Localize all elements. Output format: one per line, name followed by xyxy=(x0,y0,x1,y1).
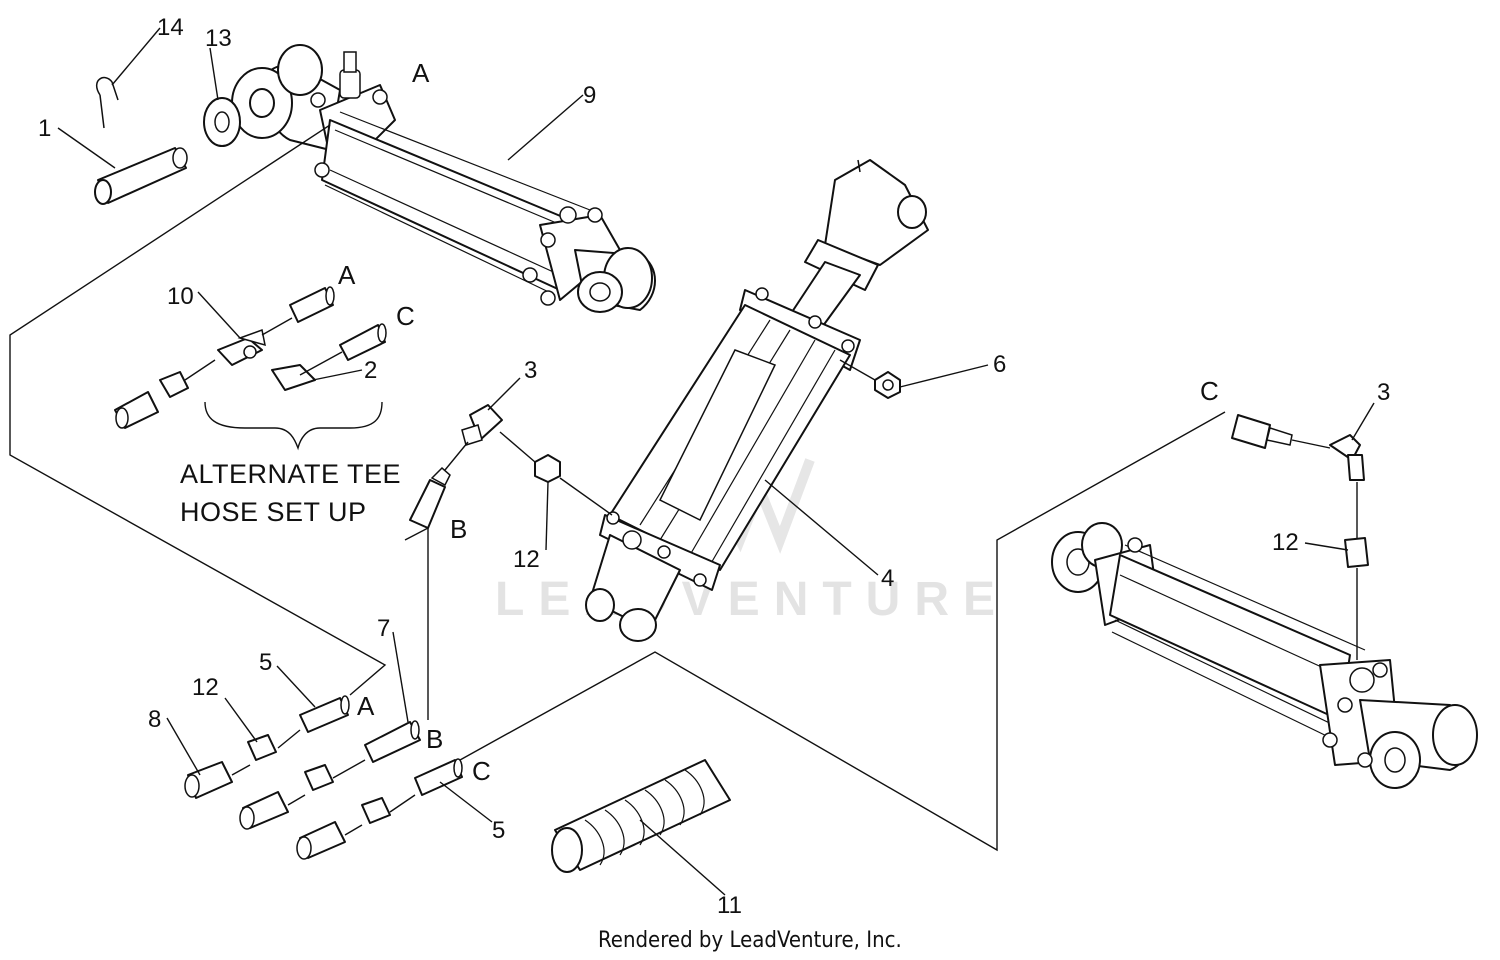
quick-coupler-alt xyxy=(114,391,159,429)
letter-b-bottom: B xyxy=(426,724,443,754)
hydraulic-cylinder-top xyxy=(231,44,656,313)
right-elbow-fitting xyxy=(1329,434,1365,481)
hose-end-a-bottom xyxy=(299,695,350,733)
callout-5-upper: 5 xyxy=(259,649,272,676)
hydraulic-cylinder-right xyxy=(1051,522,1478,789)
watermark-text: LEADVENTURE xyxy=(495,573,1009,626)
callout-9: 9 xyxy=(583,82,596,109)
letter-a-alternate: A xyxy=(338,260,356,290)
hose-letters: A A C B C A B C xyxy=(338,58,1219,786)
elbow-fitting-center xyxy=(461,404,503,446)
letter-c-bottom: C xyxy=(472,756,491,786)
callout-7: 7 xyxy=(377,615,390,642)
callout-1: 1 xyxy=(38,115,51,142)
tee-fitting xyxy=(217,328,266,366)
callout-13: 13 xyxy=(205,25,232,52)
right-hose-fitting xyxy=(1231,414,1293,449)
letter-a-top: A xyxy=(412,58,430,88)
hydraulic-cylinder-center xyxy=(585,159,929,642)
right-adapter-nut xyxy=(1344,537,1369,568)
lock-nut xyxy=(874,371,901,399)
alternate-tee-note-line2: HOSE SET UP xyxy=(180,497,367,527)
adapter-nut-3 xyxy=(361,797,391,824)
callout-8: 8 xyxy=(148,706,161,733)
letter-b-middle: B xyxy=(450,514,467,544)
hose-end-b-bottom xyxy=(364,720,421,763)
hose-guard-spring xyxy=(551,759,731,873)
callout-5-lower: 5 xyxy=(492,817,505,844)
hose-end-c-alt xyxy=(339,323,387,361)
callout-4: 4 xyxy=(881,565,894,592)
letter-c-right: C xyxy=(1200,376,1219,406)
quick-coupler-3 xyxy=(296,821,346,860)
hose-end-b-mid xyxy=(409,466,451,529)
clevis-pin xyxy=(94,147,188,205)
callout-11: 11 xyxy=(717,892,742,919)
callout-12-right: 12 xyxy=(1272,529,1299,556)
footer-credit: Rendered by LeadVenture, Inc. xyxy=(598,928,902,953)
alternate-tee-brace xyxy=(204,401,383,451)
callout-14: 14 xyxy=(157,14,184,41)
flat-washer xyxy=(203,97,241,147)
hose-routing-c xyxy=(459,411,1226,852)
callout-3-center: 3 xyxy=(524,357,537,384)
callout-3-right: 3 xyxy=(1377,379,1390,406)
hose-end-c-bottom xyxy=(414,758,463,796)
callout-12-center: 12 xyxy=(513,546,540,573)
quick-coupler-2 xyxy=(239,791,289,830)
callout-labels: 1 2 3 3 4 5 5 6 7 8 9 10 11 12 12 12 13 … xyxy=(38,14,1390,919)
adapter-nut-2 xyxy=(304,764,334,791)
elbow-fitting-alt xyxy=(271,364,316,391)
hose-routing-b xyxy=(404,526,429,720)
callout-10: 10 xyxy=(167,283,194,310)
callout-6: 6 xyxy=(993,351,1006,378)
letter-a-bottom: A xyxy=(357,691,375,721)
adapter-nut-1 xyxy=(247,734,277,761)
callout-2: 2 xyxy=(364,357,377,384)
fitting-assembly-lines xyxy=(184,317,1358,836)
alternate-tee-note-line1: ALTERNATE TEE xyxy=(180,459,401,489)
adapter-alt xyxy=(159,371,189,398)
hose-routing-a xyxy=(9,124,387,696)
hair-pin-clip xyxy=(95,76,119,129)
adapter-nut-center xyxy=(534,454,561,483)
letter-c-alternate: C xyxy=(396,301,415,331)
callout-12-bottom: 12 xyxy=(192,674,219,701)
hose-end-a-alt xyxy=(289,286,335,323)
quick-coupler-1 xyxy=(184,761,233,799)
leader-lines xyxy=(57,27,1375,896)
